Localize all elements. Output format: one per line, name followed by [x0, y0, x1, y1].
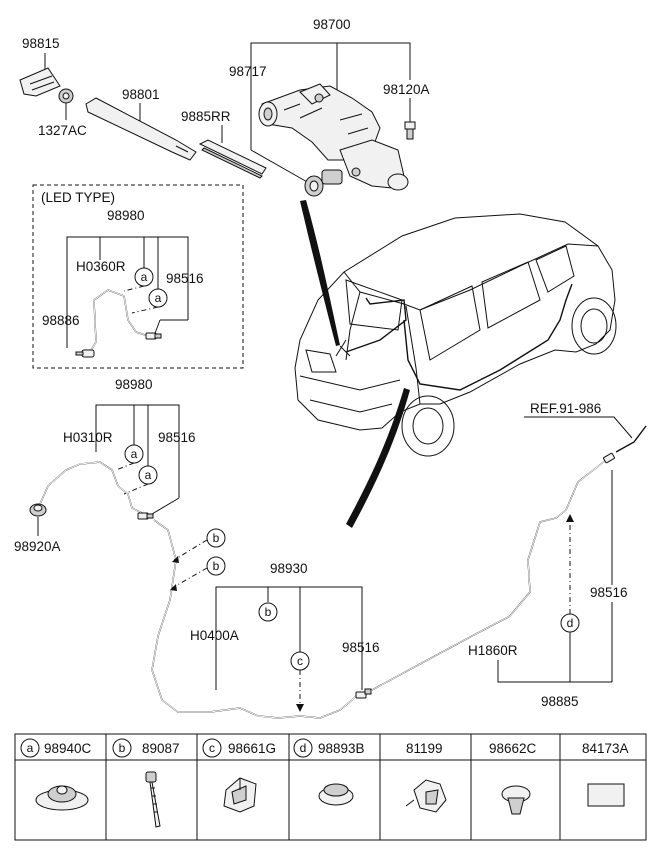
hose-98930-group: 98930 H0400A 98516 b c REF.91-986 [190, 401, 647, 712]
svg-text:98893B: 98893B [318, 741, 365, 756]
hose-connector-mid [137, 512, 154, 520]
led-nozzle-98886 [75, 349, 95, 358]
svg-text:b: b [119, 741, 126, 755]
table-header-d: d 98893B [293, 738, 365, 758]
callout-b2: b [206, 556, 226, 576]
callout-a1: a [124, 444, 144, 464]
label-H0310R: H0310R [63, 430, 113, 445]
part-98662C-clip [501, 785, 531, 815]
label-9885RR: 9885RR [181, 109, 231, 124]
label-H1860R: H1860R [468, 643, 518, 658]
svg-text:c: c [209, 741, 215, 755]
wiper-blade-9885RR [198, 139, 267, 179]
svg-text:98940C: 98940C [44, 741, 92, 756]
part-98661G-clip [223, 777, 257, 813]
wiper-cap-98815 [19, 67, 61, 97]
table-header-98662C: 98662C [489, 741, 537, 756]
led-callout-a2: a [148, 288, 168, 308]
part-81199-clip [405, 779, 447, 813]
wiper-motor-group: 98700 98717 98120A [19, 17, 430, 197]
nut-1327AC [58, 88, 74, 104]
label-H0400A: H0400A [190, 628, 239, 643]
label-98920A: 98920A [14, 539, 61, 554]
table-header-84173A: 84173A [582, 741, 629, 756]
label-98516-right: 98516 [590, 585, 628, 600]
label-98516-mid: 98516 [158, 430, 196, 445]
callout-d: d [560, 613, 580, 633]
svg-text:d: d [567, 616, 574, 630]
label-98980: 98980 [115, 377, 153, 392]
car-illustration [294, 213, 617, 457]
hose-connector-lower [355, 688, 372, 699]
part-98940C-grommet [35, 785, 89, 811]
svg-text:a: a [141, 270, 148, 284]
table-header-b: b 89087 [112, 738, 180, 758]
svg-text:a: a [131, 447, 138, 461]
callout-b1: b [206, 528, 226, 548]
svg-text:98661G: 98661G [228, 741, 276, 756]
label-98516-lower: 98516 [342, 640, 380, 655]
callout-a2: a [138, 465, 158, 485]
table-header-81199: 81199 [406, 741, 443, 756]
label-1327AC: 1327AC [38, 123, 87, 138]
led-type-title: (LED TYPE) [41, 190, 115, 205]
hose-pointer-arrow [346, 388, 410, 528]
label-98801: 98801 [122, 87, 160, 102]
bolt-98120A [404, 121, 416, 140]
label-led-98516: 98516 [166, 271, 204, 286]
table-header-c: c 98661G [202, 738, 276, 758]
callout-c: c [290, 651, 310, 671]
table-header-a: a 98940C [20, 738, 92, 758]
svg-text:b: b [213, 559, 220, 573]
svg-text:a: a [145, 468, 152, 482]
hose-connector-right [603, 452, 615, 464]
svg-text:c: c [297, 654, 303, 668]
label-led-H0360R: H0360R [76, 259, 126, 274]
nozzle-98920A [29, 503, 47, 517]
rear-nozzle-hose-group: 98980 H0310R 98516 a a 98920A [14, 377, 359, 719]
label-led-98980: 98980 [107, 208, 145, 223]
svg-text:a: a [155, 291, 162, 305]
svg-text:b: b [265, 605, 272, 619]
grommet-98717 [304, 175, 324, 197]
svg-text:b: b [213, 531, 220, 545]
svg-text:a: a [27, 741, 34, 755]
led-callout-a1: a [134, 267, 154, 287]
led-type-box: (LED TYPE) 98980 H0360R 98516 98886 a a [32, 184, 244, 369]
parts-table: a 98940C b 89087 c 98661G d 98893B 81199… [14, 733, 647, 841]
label-98700: 98700 [313, 17, 351, 32]
wiper-motor [258, 83, 409, 191]
label-led-98886: 98886 [42, 313, 80, 328]
part-98893B-cap [318, 783, 354, 806]
label-98815: 98815 [22, 36, 60, 51]
svg-text:89087: 89087 [142, 741, 180, 756]
svg-text:d: d [300, 741, 307, 755]
wiper-arm-98801 [85, 97, 197, 161]
part-84173A-plate [587, 783, 625, 807]
motor-pointer-arrow [300, 200, 340, 346]
callout-b3: b [258, 602, 278, 622]
led-connector [145, 332, 162, 340]
part-89087-cable-tie [145, 771, 161, 828]
label-98120A: 98120A [383, 82, 430, 97]
label-98885: 98885 [541, 694, 579, 709]
label-98717: 98717 [229, 64, 267, 79]
label-98930: 98930 [270, 561, 308, 576]
label-ref-91-986: REF.91-986 [530, 401, 601, 416]
